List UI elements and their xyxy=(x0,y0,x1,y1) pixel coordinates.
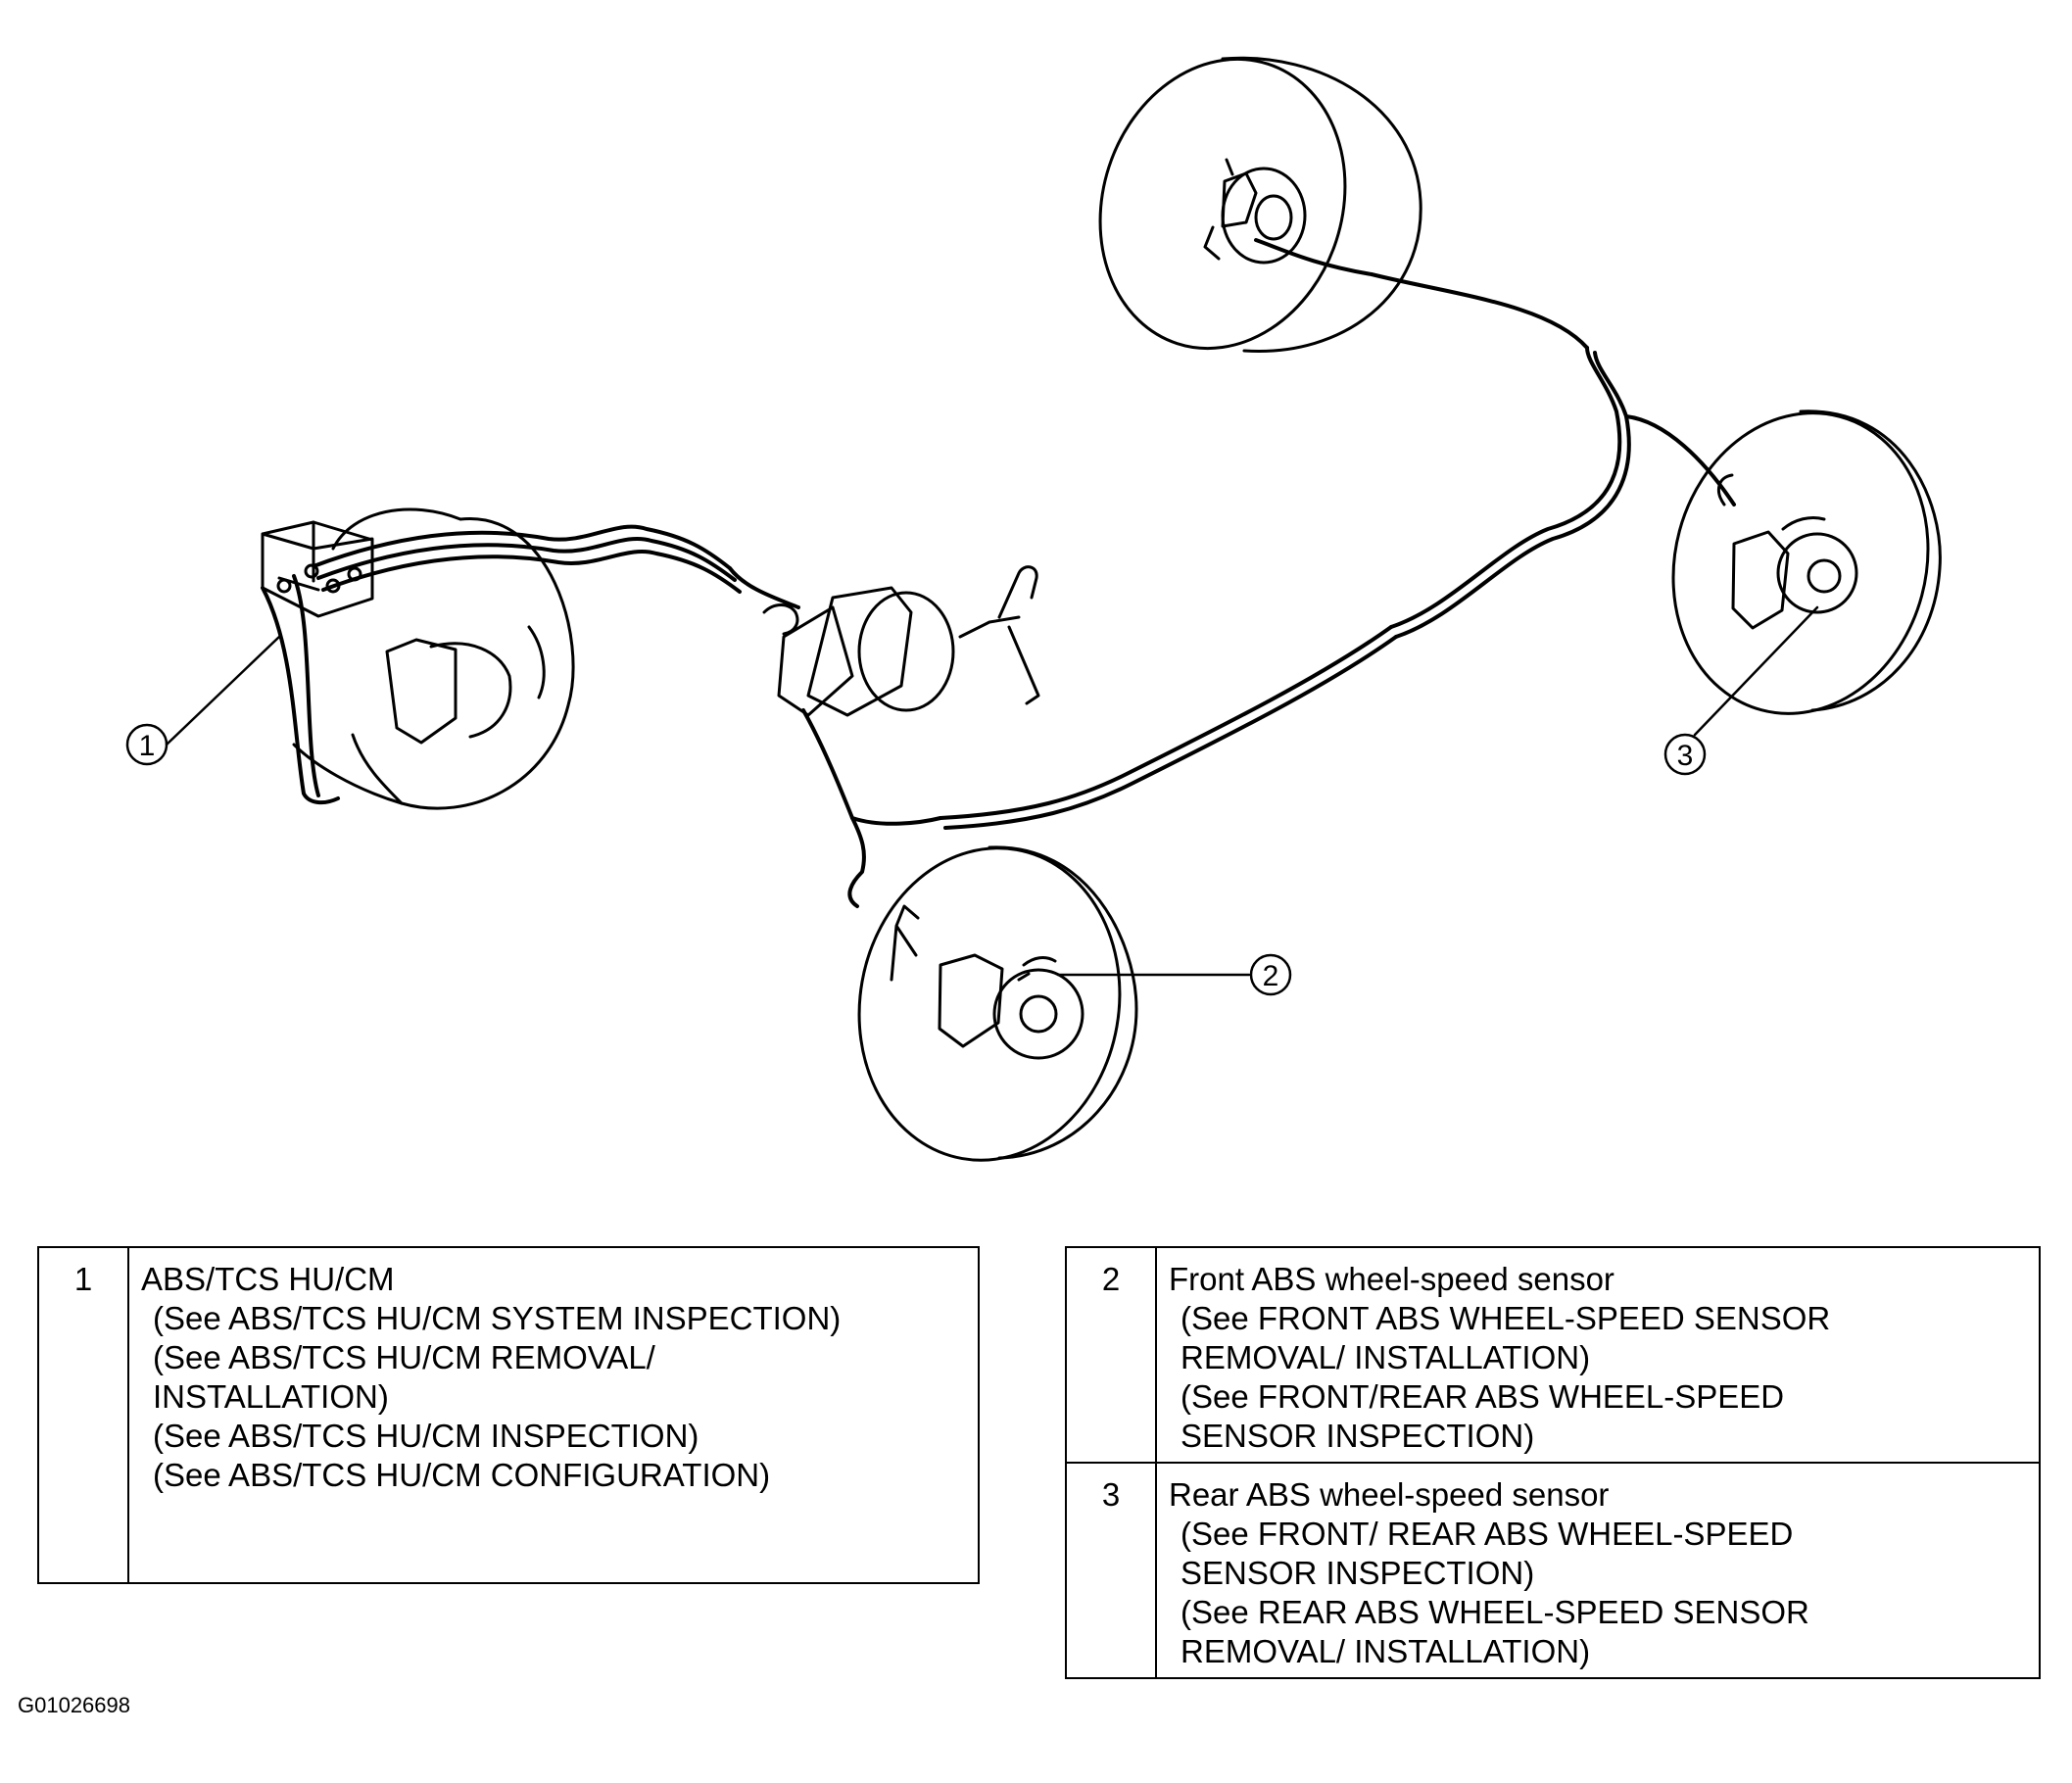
front-left-wheel xyxy=(292,507,575,810)
legend-ref-1-1: (See ABS/TCS HU/CM SYSTEM INSPECTION) xyxy=(153,1300,842,1336)
legend-text-2: Front ABS wheel-speed sensor (See FRONT … xyxy=(1155,1246,2041,1464)
legend-ref-3-1: (See FRONT/ REAR ABS WHEEL-SPEED SENSOR … xyxy=(1181,1516,1794,1591)
legend-table-left: 1 ABS/TCS HU/CM (See ABS/TCS HU/CM SYSTE… xyxy=(37,1246,980,1584)
callout-3: 3 xyxy=(1663,733,1707,776)
legend-row-1: 1 ABS/TCS HU/CM (See ABS/TCS HU/CM SYSTE… xyxy=(37,1246,980,1584)
legend-table-right: 2 Front ABS wheel-speed sensor (See FRON… xyxy=(1065,1246,2041,1679)
legend-row-2: 2 Front ABS wheel-speed sensor (See FRON… xyxy=(1065,1246,2041,1464)
legend-ref-1-2: (See ABS/TCS HU/CM REMOVAL/ INSTALLATION… xyxy=(153,1339,655,1415)
callout-1-label: 1 xyxy=(139,730,156,762)
legend-number-1: 1 xyxy=(37,1246,129,1584)
abs-hydraulic-unit xyxy=(261,520,374,618)
legend-number-3: 3 xyxy=(1065,1462,1157,1679)
callout-2: 2 xyxy=(1249,953,1292,996)
legend-text-3: Rear ABS wheel-speed sensor (See FRONT/ … xyxy=(1155,1462,2041,1679)
legend-title-2: Front ABS wheel-speed sensor xyxy=(1169,1261,1614,1297)
callout-1: 1 xyxy=(125,723,169,766)
legend-title-1: ABS/TCS HU/CM xyxy=(141,1261,395,1297)
legend-text-1: ABS/TCS HU/CM (See ABS/TCS HU/CM SYSTEM … xyxy=(127,1246,980,1584)
legend-ref-1-3: (See ABS/TCS HU/CM INSPECTION) xyxy=(153,1418,699,1454)
abs-component-location-diagram: 1 2 3 xyxy=(125,56,1942,1162)
legend-row-3: 3 Rear ABS wheel-speed sensor (See FRONT… xyxy=(1065,1462,2041,1679)
legend-title-3: Rear ABS wheel-speed sensor xyxy=(1169,1476,1610,1513)
legend-ref-3-2: (See REAR ABS WHEEL-SPEED SENSOR REMOVAL… xyxy=(1181,1594,1809,1669)
brake-lines xyxy=(261,238,1736,908)
leader-lines xyxy=(165,605,1819,977)
front-right-wheel xyxy=(857,845,1138,1162)
callout-2-label: 2 xyxy=(1263,960,1279,992)
master-cylinder-booster xyxy=(762,565,1040,717)
legend-ref-1-4: (See ABS/TCS HU/CM CONFIGURATION) xyxy=(153,1457,771,1493)
legend-ref-2-1: (See FRONT ABS WHEEL-SPEED SENSOR REMOVA… xyxy=(1181,1300,1831,1375)
legend-number-2: 2 xyxy=(1065,1246,1157,1464)
rear-right-wheel xyxy=(1671,410,1942,715)
legend-ref-2-2: (See FRONT/REAR ABS WHEEL-SPEED SENSOR I… xyxy=(1181,1378,1785,1454)
callout-3-label: 3 xyxy=(1677,740,1694,772)
rear-left-wheel xyxy=(1098,56,1422,354)
figure-id: G01026698 xyxy=(18,1693,130,1717)
